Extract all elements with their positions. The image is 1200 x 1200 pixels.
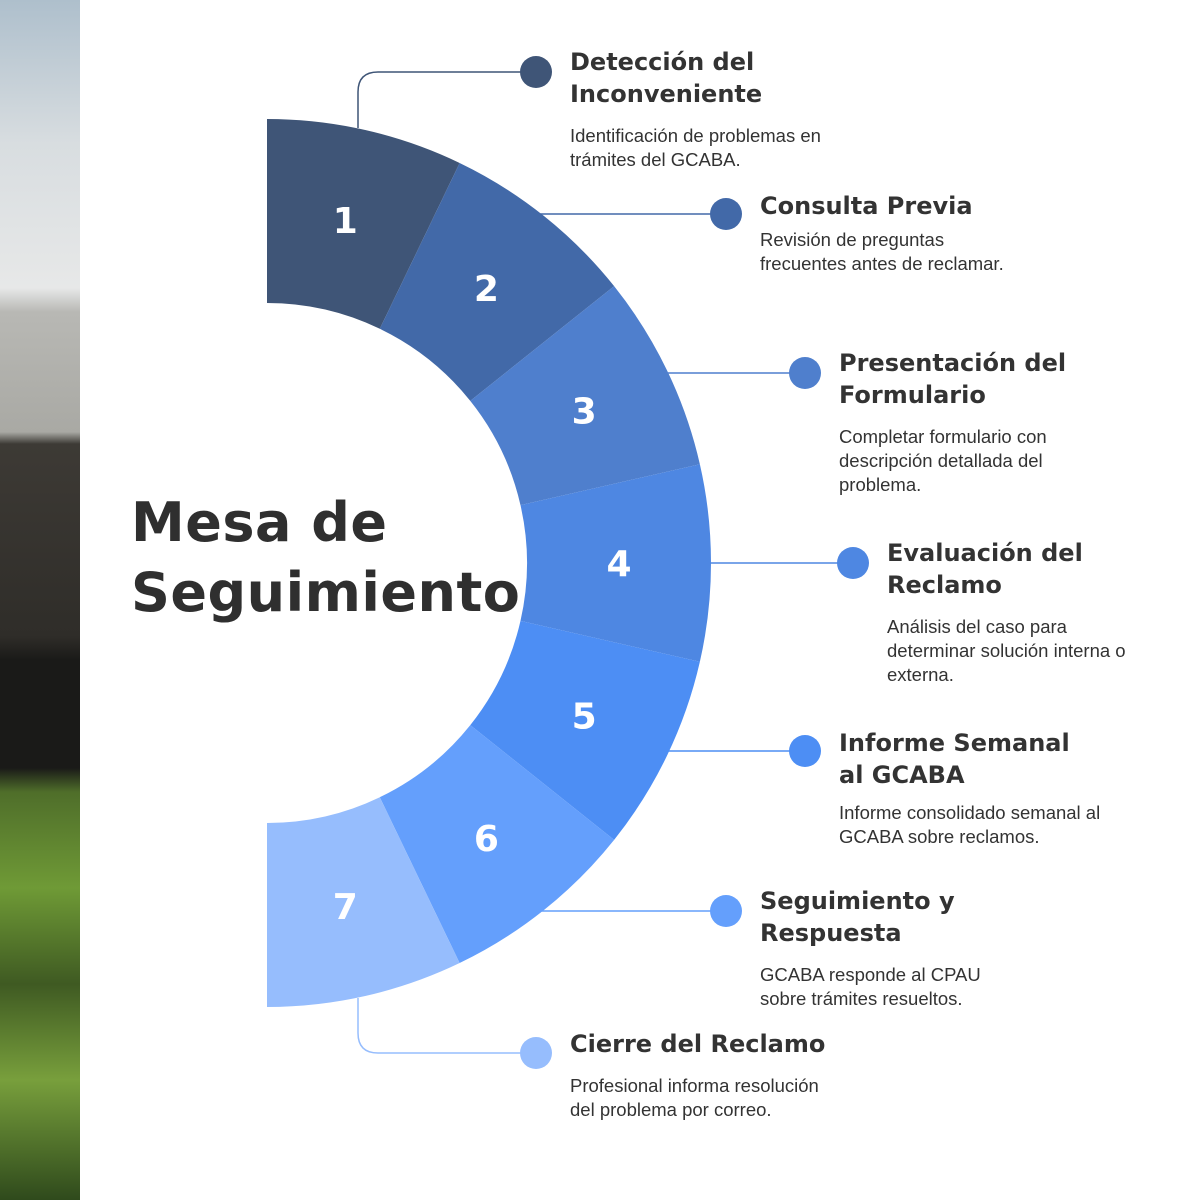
- segment-number-5: 5: [572, 697, 597, 738]
- step-dot-1: [520, 56, 552, 88]
- step-3-text: Presentación del Formulario Completar fo…: [839, 347, 1119, 497]
- step-heading: Cierre del Reclamo: [570, 1030, 826, 1058]
- step-dot-7: [520, 1037, 552, 1069]
- step-dot-3: [789, 357, 821, 389]
- step-description: Revisión de preguntas frecuentes antes d…: [760, 229, 1004, 274]
- step-heading: Seguimiento y Respuesta: [760, 887, 955, 947]
- ring-segment-4: [520, 464, 711, 662]
- step-dot-5: [789, 735, 821, 767]
- step-dot-4: [837, 547, 869, 579]
- step-heading: Consulta Previa: [760, 192, 973, 220]
- step-description: GCABA responde al CPAU sobre trámites re…: [760, 964, 981, 1009]
- step-description: Profesional informa resolución del probl…: [570, 1075, 819, 1120]
- background-photo: [0, 0, 80, 1200]
- step-description: Completar formulario con descripción det…: [839, 426, 1047, 495]
- step-2-text: Consulta Previa Revisión de preguntas fr…: [760, 190, 1060, 276]
- step-heading: Evaluación del Reclamo: [887, 539, 1083, 599]
- step-heading: Presentación del Formulario: [839, 349, 1067, 409]
- connector-line-1: [357, 71, 536, 128]
- step-6-text: Seguimiento y Respuesta GCABA responde a…: [760, 885, 1060, 1011]
- segment-number-6: 6: [474, 819, 499, 860]
- step-4-text: Evaluación del Reclamo Análisis del caso…: [887, 537, 1187, 687]
- step-heading: Informe Semanal al GCABA: [839, 729, 1070, 789]
- segment-number-3: 3: [572, 391, 597, 432]
- step-description: Identificación de problemas en trámites …: [570, 125, 821, 170]
- page-title: Mesa de Seguimiento: [131, 488, 520, 628]
- step-5-text: Informe Semanal al GCABA Informe consoli…: [839, 727, 1139, 849]
- segment-number-7: 7: [333, 887, 358, 928]
- ring-segment-7: [267, 797, 460, 1007]
- ring-segment-2: [379, 162, 615, 401]
- title-line-1: Mesa de: [131, 491, 388, 554]
- step-1-text: Detección del Inconveniente Identificaci…: [570, 46, 870, 172]
- ring-segment-6: [379, 725, 615, 964]
- step-dot-2: [710, 198, 742, 230]
- step-description: Análisis del caso para determinar soluci…: [887, 616, 1126, 685]
- step-dot-6: [710, 895, 742, 927]
- segment-number-4: 4: [606, 544, 631, 585]
- step-description: Informe consolidado semanal al GCABA sob…: [839, 802, 1101, 847]
- ring-segment-3: [470, 286, 700, 506]
- segment-number-2: 2: [474, 269, 499, 310]
- title-line-2: Seguimiento: [131, 561, 521, 624]
- ring-segment-5: [470, 620, 700, 840]
- step-7-text: Cierre del Reclamo Profesional informa r…: [570, 1028, 870, 1122]
- ring-segment-1: [267, 119, 460, 329]
- connector-line-7: [357, 998, 536, 1054]
- step-heading: Detección del Inconveniente: [570, 48, 763, 108]
- segment-number-1: 1: [333, 201, 358, 242]
